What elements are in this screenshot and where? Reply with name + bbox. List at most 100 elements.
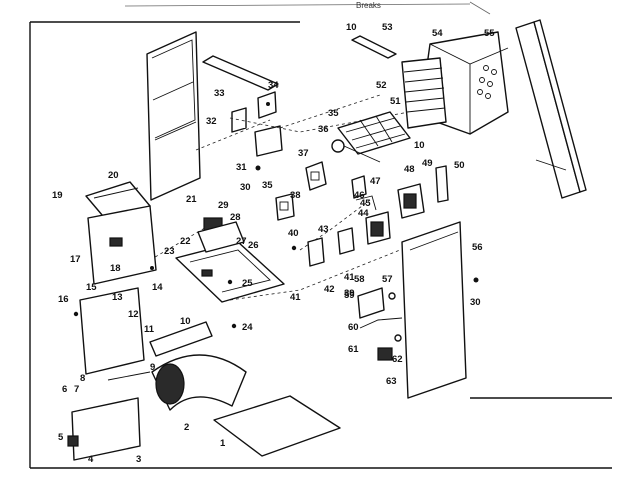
callout-c40: 40 — [288, 228, 299, 239]
callout-c16: 16 — [58, 294, 69, 305]
callout-c62: 62 — [392, 354, 403, 365]
callout-c61: 61 — [348, 344, 359, 355]
part-40-screw — [291, 245, 297, 251]
callout-c32: 32 — [206, 116, 217, 127]
callout-c30a: 30 — [240, 182, 251, 193]
part-32-bracket — [231, 107, 247, 133]
header-scribble: Breaks — [356, 1, 381, 10]
callout-c39: 39 — [344, 288, 355, 299]
callout-c60: 60 — [348, 322, 359, 333]
part-55-side-panel — [515, 19, 587, 199]
callout-c19: 19 — [52, 190, 63, 201]
part-62-fitting — [394, 334, 402, 342]
callout-c22: 22 — [180, 236, 191, 247]
part-16-screw — [73, 311, 79, 317]
callout-c28: 28 — [230, 212, 241, 223]
part-30-screw-b — [473, 277, 479, 283]
callout-c52: 52 — [376, 80, 387, 91]
callout-c26: 26 — [248, 240, 259, 251]
callout-c58: 58 — [354, 274, 365, 285]
callout-c4: 4 — [88, 454, 94, 465]
callout-c48: 48 — [404, 164, 415, 175]
part-2-blower — [151, 354, 247, 411]
callout-c6: 6 — [62, 384, 67, 395]
part-33-top-plate — [202, 55, 279, 91]
callout-c35a: 35 — [328, 108, 339, 119]
part-53-rail — [351, 35, 397, 59]
callout-c44: 44 — [358, 208, 369, 219]
part-21-side-panel — [146, 31, 201, 201]
part-57-nut — [388, 292, 396, 300]
part-35-burner-assembly — [337, 111, 411, 155]
callout-c59: 59 — [344, 290, 355, 301]
part-56-door — [401, 221, 467, 399]
part-1-base-pan — [213, 395, 341, 457]
callout-c51: 51 — [390, 96, 401, 107]
callout-c2: 2 — [184, 422, 189, 433]
part-63-filter — [377, 347, 393, 361]
callout-c49: 49 — [422, 158, 433, 169]
part-49-bracket — [435, 165, 449, 203]
part-47-pilot — [351, 175, 367, 199]
part-9-strip — [107, 371, 151, 381]
part-24-screw — [231, 323, 237, 329]
callout-c55: 55 — [484, 28, 495, 39]
callout-c23: 23 — [164, 246, 175, 257]
scan-artifact: Breaks — [124, 1, 491, 15]
callout-c38: 38 — [290, 190, 301, 201]
callout-c15: 15 — [86, 282, 97, 293]
callout-c41a: 41 — [290, 292, 301, 303]
part-34-bracket — [257, 91, 277, 119]
part-15-panel — [79, 287, 145, 375]
callout-c36: 36 — [318, 124, 329, 135]
part-45-bracket — [355, 195, 377, 211]
callout-c10c: 10 — [414, 140, 425, 151]
part-11-bracket — [149, 321, 213, 357]
callout-c35b: 35 — [262, 180, 273, 191]
callout-c9: 9 — [150, 362, 155, 373]
callout-c14: 14 — [152, 282, 163, 293]
part-3-control-box — [67, 397, 141, 461]
callout-c50: 50 — [454, 160, 465, 171]
callout-c46: 46 — [354, 190, 365, 201]
part-28-plate — [197, 221, 245, 253]
callout-c5: 5 — [58, 432, 64, 443]
callout-c43: 43 — [318, 224, 329, 235]
callout-c10a: 10 — [180, 316, 191, 327]
callout-c17: 17 — [70, 254, 81, 265]
callout-c18: 18 — [110, 263, 121, 274]
callout-c33: 33 — [214, 88, 225, 99]
callout-c37: 37 — [298, 148, 309, 159]
callout-c42: 42 — [324, 284, 335, 295]
callout-c30b: 30 — [470, 297, 481, 308]
part-43-switch — [337, 227, 355, 255]
callout-c13: 13 — [112, 292, 123, 303]
part-25-screw — [227, 279, 233, 285]
callout-c41b: 41 — [344, 272, 355, 283]
part-31-bracket — [254, 125, 283, 157]
part-48-transformer — [397, 183, 425, 219]
part-42-switch — [307, 237, 325, 267]
callout-c54: 54 — [432, 28, 443, 39]
callout-c63: 63 — [386, 376, 397, 387]
callout-c7: 7 — [74, 384, 79, 395]
part-17-panel — [87, 205, 157, 285]
callout-c24: 24 — [242, 322, 253, 333]
part-37-gas-valve — [305, 161, 327, 191]
callout-c45: 45 — [360, 198, 371, 209]
callout-c27: 27 — [236, 236, 247, 247]
part-58-plate — [357, 287, 385, 319]
callout-c3: 3 — [136, 454, 141, 465]
part-44-relay — [365, 211, 391, 245]
callout-c8: 8 — [80, 373, 85, 384]
callout-c21: 21 — [186, 194, 197, 205]
callout-c53: 53 — [382, 22, 393, 33]
callout-c47: 47 — [370, 176, 381, 187]
part-14-screw — [150, 266, 154, 270]
part-60-tube — [359, 317, 403, 329]
callout-c57: 57 — [382, 274, 393, 285]
part-30-screw — [255, 165, 261, 171]
